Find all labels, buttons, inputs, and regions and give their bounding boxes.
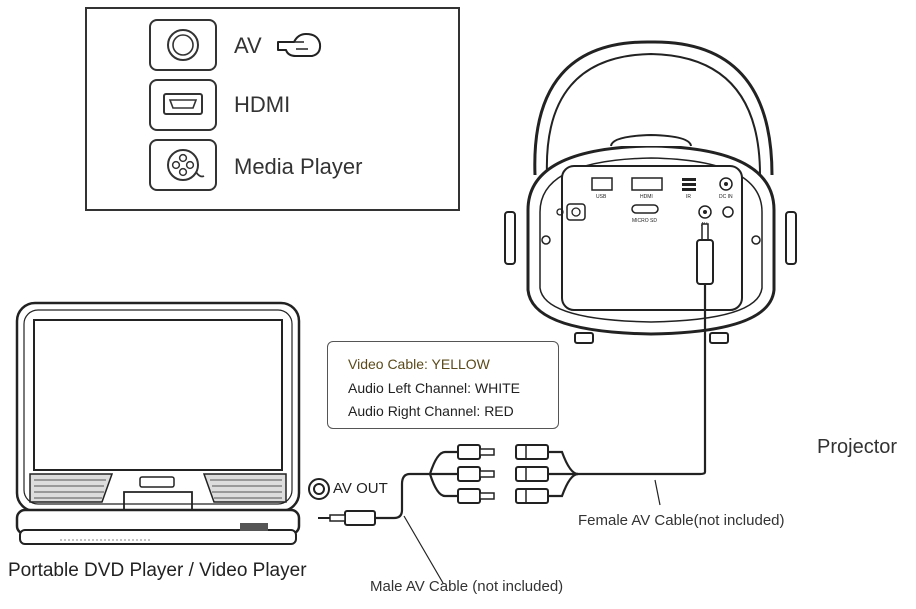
rca-female-red xyxy=(515,488,549,504)
legend-video: Video Cable: YELLOW xyxy=(348,356,490,372)
rca-male-red xyxy=(457,488,495,504)
male-cable-label: Male AV Cable (not included) xyxy=(370,578,564,595)
pointing-hand-icon xyxy=(277,33,322,57)
speaker-right xyxy=(202,473,287,503)
port-label-ir: IR xyxy=(686,194,691,200)
usb-port xyxy=(591,177,613,191)
hdmi-port-icon xyxy=(163,93,203,115)
source-menu-panel xyxy=(85,7,460,211)
micro-sd-slot xyxy=(631,204,659,214)
dvd-screen xyxy=(33,319,283,471)
rca-male-yellow xyxy=(457,444,495,460)
headphone-port xyxy=(722,206,734,218)
rca-female-yellow xyxy=(515,444,549,460)
menu-label-media-player: Media Player xyxy=(234,154,363,179)
av-out-icon xyxy=(308,478,330,500)
projector-label: Projector xyxy=(817,436,898,458)
projector-device: USB HDMI IR DC IN MICRO SD xyxy=(504,40,797,344)
port-label-dc-in: DC IN xyxy=(719,194,733,200)
dvd-av-plug xyxy=(318,510,376,526)
cables xyxy=(375,284,707,584)
ir-sensor xyxy=(682,178,696,191)
port-label-micro-sd: MICRO SD xyxy=(632,218,657,224)
speaker-left xyxy=(29,473,114,503)
film-reel-icon xyxy=(167,149,205,181)
dc-in-port xyxy=(719,177,733,191)
menu-item-hdmi[interactable] xyxy=(149,79,217,131)
cable-color-legend: Video Cable: YELLOW Audio Left Channel: … xyxy=(327,341,559,429)
av-out-label: AV OUT xyxy=(333,480,388,497)
projector-port-panel: USB HDMI IR DC IN MICRO SD xyxy=(556,177,734,228)
av-port xyxy=(698,205,712,219)
power-button xyxy=(566,203,586,221)
port-label-usb: USB xyxy=(596,194,607,200)
rca-connectors xyxy=(457,444,549,504)
menu-label-hdmi: HDMI xyxy=(234,92,291,117)
female-cable-label: Female AV Cable(not included) xyxy=(578,512,785,529)
av-circle-icon xyxy=(167,29,199,61)
menu-item-media-player[interactable] xyxy=(149,139,217,191)
port-label-hdmi: HDMI xyxy=(640,194,653,200)
portable-dvd-player xyxy=(15,301,301,545)
legend-audio-right: Audio Right Channel: RED xyxy=(348,403,514,419)
hdmi-port xyxy=(631,177,663,191)
dvd-player-label: Portable DVD Player / Video Player xyxy=(8,560,307,581)
menu-label-av: AV xyxy=(234,33,262,58)
menu-item-av[interactable] xyxy=(149,19,217,71)
rca-male-white xyxy=(457,466,495,482)
rca-female-white xyxy=(515,466,549,482)
legend-audio-left: Audio Left Channel: WHITE xyxy=(348,380,520,396)
